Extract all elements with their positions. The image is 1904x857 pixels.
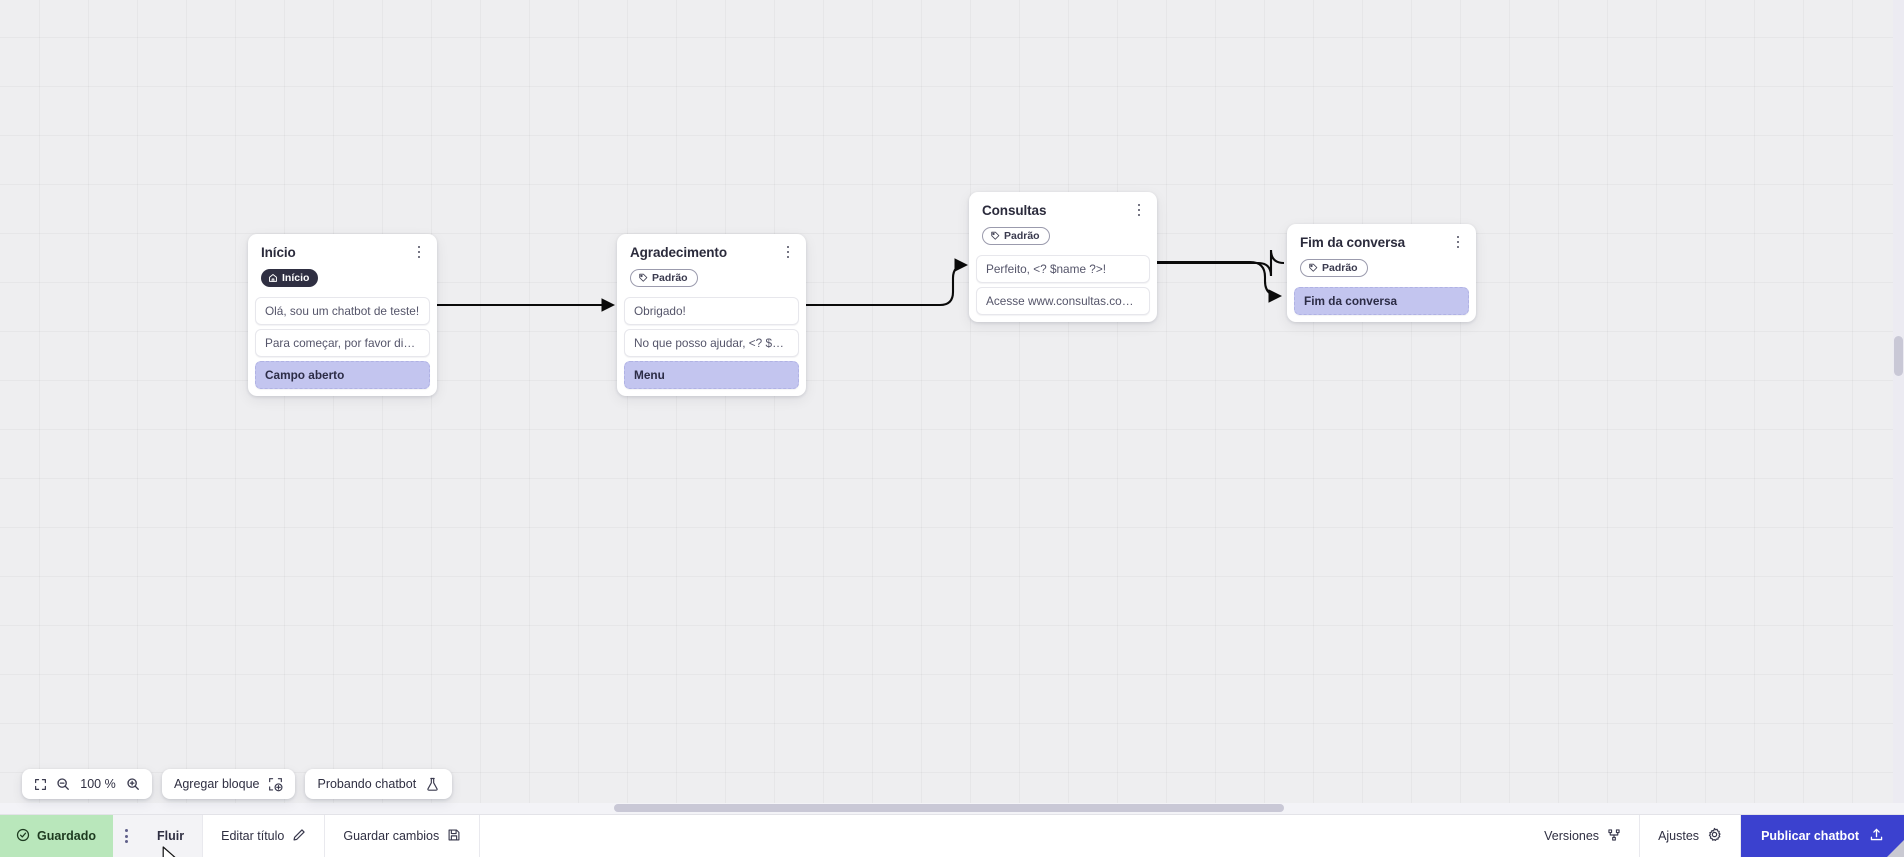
zoom-controls: 100 % xyxy=(22,769,152,799)
node-kebab-menu-icon[interactable] xyxy=(1131,201,1147,219)
bottom-status-bar: Guardado Fluir Editar título Guardar cam… xyxy=(0,814,1904,857)
flask-icon xyxy=(425,777,440,792)
versions-button[interactable]: Versiones xyxy=(1526,815,1641,857)
node-kebab-menu-icon[interactable] xyxy=(1450,233,1466,251)
canvas-toolbar: 100 % Agregar bloque xyxy=(22,769,453,799)
node-title: Fim da conversa xyxy=(1300,235,1406,250)
add-block-button[interactable]: Agregar bloque xyxy=(162,769,296,799)
zoom-out-icon[interactable] xyxy=(56,777,70,791)
tag-icon xyxy=(990,231,1000,241)
kebab-menu-icon[interactable] xyxy=(113,815,140,857)
node-badge-row: Padrão xyxy=(1300,259,1464,278)
flow-node-agradecimento[interactable]: Agradecimento Padrão xyxy=(617,234,806,396)
node-title: Início xyxy=(261,245,296,260)
check-circle-icon xyxy=(16,828,30,845)
test-chatbot-label: Probando chatbot xyxy=(317,777,417,791)
zoom-in-icon[interactable] xyxy=(126,777,140,791)
node-kebab-menu-icon[interactable] xyxy=(780,243,796,261)
add-block-label: Agregar bloque xyxy=(174,777,260,791)
vertical-scrollbar-thumb[interactable] xyxy=(1894,336,1903,376)
node-message[interactable]: Acesse www.consultas.com par... xyxy=(976,287,1150,315)
node-message[interactable]: Perfeito, <? $name ?>! xyxy=(976,255,1150,283)
node-badge-label: Início xyxy=(282,272,310,284)
node-badge-label: Padrão xyxy=(652,272,688,284)
node-badge-label: Padrão xyxy=(1322,262,1358,274)
flow-tab[interactable]: Fluir xyxy=(139,815,204,857)
node-message[interactable]: Olá, sou um chatbot de teste! xyxy=(255,297,430,325)
settings-label: Ajustes xyxy=(1658,829,1700,843)
gear-icon xyxy=(1707,827,1722,845)
add-block-icon xyxy=(268,777,283,792)
publish-chatbot-button[interactable]: Publicar chatbot xyxy=(1741,815,1904,857)
node-message[interactable]: Para começar, por favor digite o ... xyxy=(255,329,430,357)
statusbar-spacer xyxy=(480,815,1526,857)
flow-tab-label: Fluir xyxy=(157,829,185,843)
tag-icon xyxy=(1308,263,1318,273)
flow-canvas[interactable]: Início Início xyxy=(0,0,1904,814)
pencil-icon xyxy=(292,828,306,845)
node-header: Consultas Padrão xyxy=(969,192,1157,255)
node-badge-padrao[interactable]: Padrão xyxy=(630,269,698,287)
node-messages: Obrigado! No que posso ajudar, <? $name … xyxy=(617,297,806,396)
settings-button[interactable]: Ajustes xyxy=(1640,815,1742,857)
node-header: Fim da conversa Padrão xyxy=(1287,224,1476,287)
fit-screen-icon[interactable] xyxy=(34,778,47,791)
flow-node-consultas[interactable]: Consultas Padrão xyxy=(969,192,1157,322)
zoom-level-value: 100 % xyxy=(80,777,116,791)
flow-node-inicio[interactable]: Início Início xyxy=(248,234,437,396)
test-chatbot-button[interactable]: Probando chatbot xyxy=(305,769,453,799)
node-message[interactable]: No que posso ajudar, <? $name ... xyxy=(624,329,799,357)
edit-title-label: Editar título xyxy=(221,829,285,843)
node-badge-padrao[interactable]: Padrão xyxy=(1300,259,1368,277)
node-messages: Fim da conversa xyxy=(1287,287,1476,322)
vertical-scrollbar[interactable] xyxy=(1893,0,1904,814)
node-messages: Perfeito, <? $name ?>! Acesse www.consul… xyxy=(969,255,1157,322)
saved-status-label: Guardado xyxy=(37,829,97,843)
node-messages: Olá, sou um chatbot de teste! Para começ… xyxy=(248,297,437,396)
home-icon xyxy=(268,273,278,283)
node-badge-label: Padrão xyxy=(1004,230,1040,242)
branch-icon xyxy=(1607,828,1621,845)
tag-icon xyxy=(638,273,648,283)
node-message-accent[interactable]: Menu xyxy=(624,361,799,389)
node-badge-inicio[interactable]: Início xyxy=(261,269,319,287)
node-message-accent[interactable]: Fim da conversa xyxy=(1294,287,1469,315)
node-header: Agradecimento Padrão xyxy=(617,234,806,297)
flow-node-fim-da-conversa[interactable]: Fim da conversa Padrão xyxy=(1287,224,1476,322)
node-badge-row: Padrão xyxy=(630,269,794,288)
node-badge-row: Início xyxy=(261,269,425,288)
upload-icon xyxy=(1869,827,1884,845)
node-title: Consultas xyxy=(982,203,1047,218)
node-title: Agradecimento xyxy=(630,245,727,260)
horizontal-scrollbar[interactable] xyxy=(0,803,1904,814)
save-changes-button[interactable]: Guardar cambios xyxy=(325,815,481,857)
node-message-accent[interactable]: Campo aberto xyxy=(255,361,430,389)
node-badge-row: Padrão xyxy=(982,227,1145,246)
node-kebab-menu-icon[interactable] xyxy=(411,243,427,261)
edit-title-button[interactable]: Editar título xyxy=(203,815,326,857)
horizontal-scrollbar-thumb[interactable] xyxy=(614,804,1284,812)
versions-label: Versiones xyxy=(1544,829,1600,843)
flow-connectors xyxy=(437,249,1285,312)
node-message[interactable]: Obrigado! xyxy=(624,297,799,325)
publish-chatbot-label: Publicar chatbot xyxy=(1761,829,1859,843)
floppy-disk-icon xyxy=(447,828,461,845)
save-changes-label: Guardar cambios xyxy=(343,829,440,843)
node-badge-padrao[interactable]: Padrão xyxy=(982,227,1050,245)
saved-status-badge: Guardado xyxy=(0,815,114,857)
node-header: Início Início xyxy=(248,234,437,297)
